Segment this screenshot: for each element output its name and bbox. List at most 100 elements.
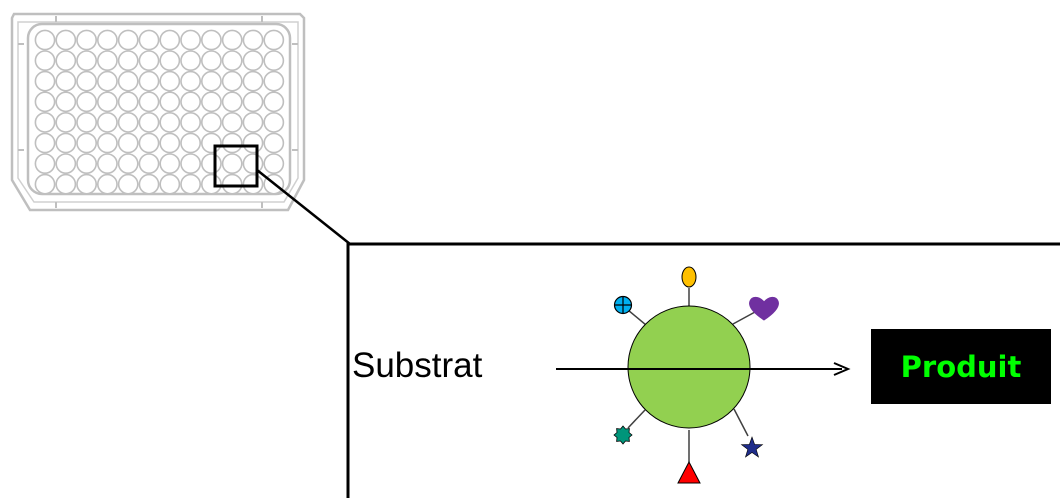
stem-star [733, 408, 749, 437]
substrate-label: Substrat [352, 346, 483, 385]
plate-well [34, 132, 56, 154]
plate-well [117, 132, 139, 154]
stem-gear [627, 409, 646, 429]
plate-well [221, 173, 243, 195]
plate-well [200, 91, 222, 113]
plate-well [221, 153, 243, 175]
plate-well [159, 112, 181, 133]
plate-well [76, 91, 98, 113]
plate-well [263, 29, 285, 51]
plate-well [117, 70, 139, 92]
plate-well [117, 50, 139, 72]
plate-well [55, 132, 77, 154]
plate-well [138, 70, 160, 92]
plate-well [159, 70, 181, 92]
plate-well [200, 173, 222, 195]
star-icon [740, 436, 764, 458]
plate-well [180, 50, 202, 72]
plate-inner-rim [17, 21, 299, 203]
plate-well [97, 112, 118, 133]
plate-well [138, 50, 160, 72]
plate-well [242, 91, 264, 113]
plate-well [263, 70, 285, 92]
enzyme-stems [627, 288, 756, 462]
plate-well [180, 112, 202, 133]
plate-well [76, 173, 98, 195]
plate-well [180, 173, 202, 195]
plate-well [138, 112, 160, 133]
reaction-arrow-head [833, 362, 851, 376]
plate-well [242, 132, 264, 154]
plate-well [76, 70, 98, 92]
plate-well [159, 29, 181, 51]
plate-well [138, 91, 160, 113]
plate-well [117, 112, 139, 133]
plate-well [242, 112, 264, 133]
plate-well [200, 70, 222, 92]
plate-well [55, 112, 77, 133]
plate-well [200, 29, 222, 51]
plate-well [221, 70, 243, 92]
plate-well [34, 153, 56, 175]
plate-well [55, 173, 77, 195]
heart-icon [749, 296, 779, 321]
stem-heart [732, 311, 756, 325]
plate-well [138, 29, 160, 51]
stem-cross-circle [627, 309, 647, 326]
plate-well [242, 173, 264, 195]
product-label: Produit [900, 349, 1022, 384]
plate-well [117, 153, 139, 175]
plate-well [97, 153, 118, 175]
plate-well [55, 153, 77, 175]
plate-well [117, 91, 139, 113]
plate-well [34, 112, 56, 133]
plate-well [159, 153, 181, 175]
plate-well [159, 132, 181, 154]
plate-well [55, 29, 77, 51]
plate-well [242, 29, 264, 51]
plate-well [242, 50, 264, 72]
plate-well [138, 153, 160, 175]
plate-well [34, 70, 56, 92]
plate-well [34, 50, 56, 72]
plate-well [159, 173, 181, 195]
enzyme-sphere [627, 305, 751, 429]
plate-well [76, 112, 98, 133]
plate-well [180, 29, 202, 51]
plate-well [159, 50, 181, 72]
plate-well [138, 132, 160, 154]
plate-well [97, 29, 118, 51]
microplate [10, 12, 306, 212]
plate-well [200, 132, 222, 154]
plate-well [263, 153, 285, 175]
plate-well [263, 91, 285, 113]
ellipse-icon [681, 266, 697, 288]
plate-well [138, 173, 160, 195]
plate-well [180, 70, 202, 92]
plate-well [97, 132, 118, 154]
plate-well [242, 153, 264, 175]
plate-well [97, 70, 118, 92]
plate-well [55, 70, 77, 92]
zoom-connector-line [256, 169, 351, 245]
plate-well [117, 29, 139, 51]
plate-well [263, 132, 285, 154]
plate-well [221, 29, 243, 51]
plate-wells [34, 29, 285, 195]
plate-well [221, 50, 243, 72]
plate-well [180, 91, 202, 113]
product-box: Produit [871, 329, 1051, 404]
plate-well [97, 91, 118, 113]
plate-well [180, 153, 202, 175]
zoomed-well-panel [346, 242, 1060, 498]
plate-well [34, 91, 56, 113]
plate-well [242, 70, 264, 92]
plate-well [34, 173, 56, 195]
gear-icon [613, 425, 633, 445]
plate-well [200, 153, 222, 175]
cross-circle-icon [613, 295, 633, 315]
plate-well [55, 50, 77, 72]
plate-well [34, 29, 56, 51]
plate-well [221, 91, 243, 113]
plate-well [97, 173, 118, 195]
